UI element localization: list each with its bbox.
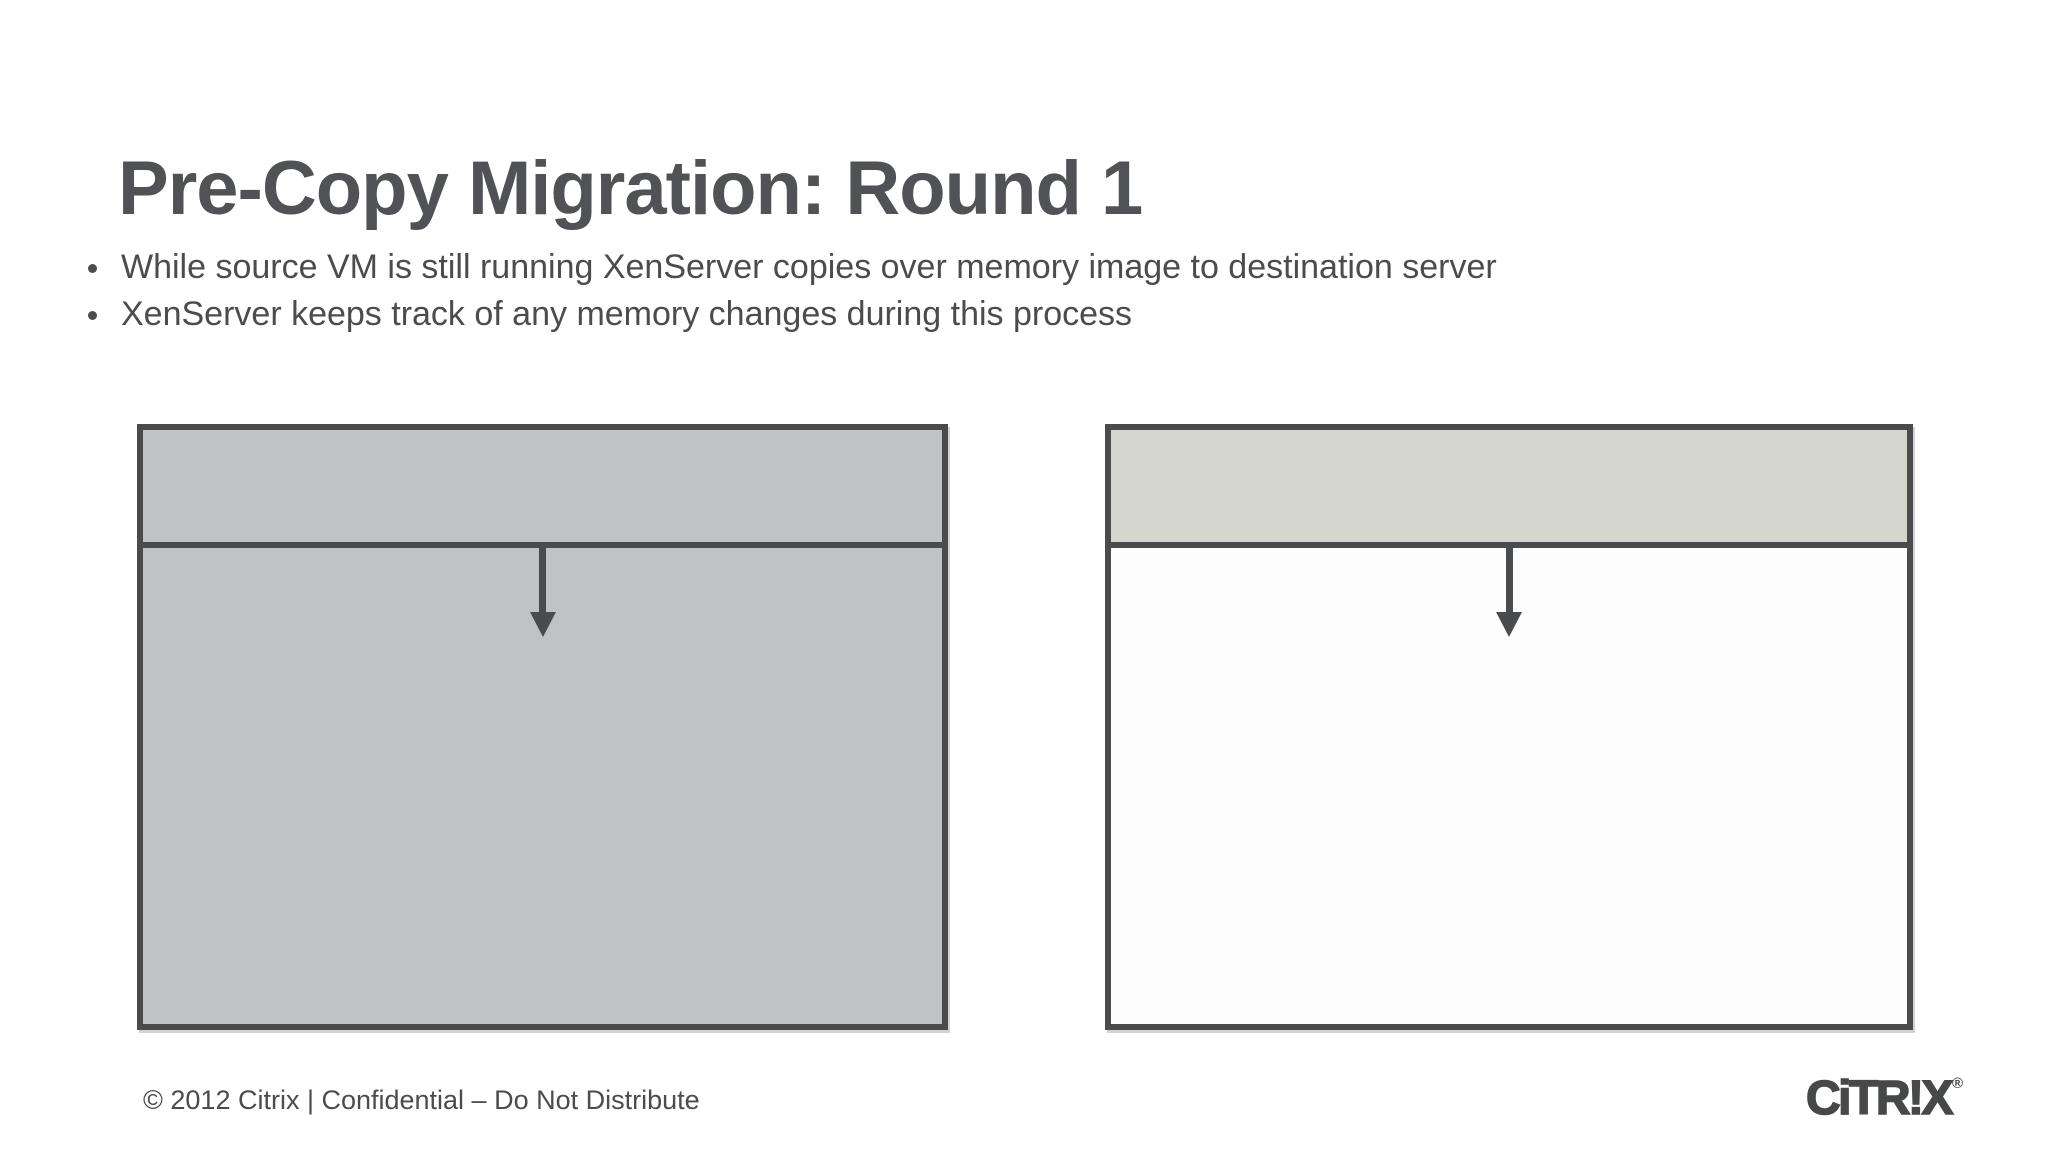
bullet-text: XenServer keeps track of any memory chan… [121, 295, 1133, 333]
registered-trademark-icon: ® [1951, 1075, 1964, 1092]
down-arrow-icon [1496, 548, 1522, 637]
bullet-item: XenServer keeps track of any memory chan… [88, 291, 1497, 338]
copyright-text: © 2012 Citrix | Confidential – Do Not Di… [143, 1085, 700, 1115]
arrow-shaft [1505, 548, 1513, 612]
arrow-head [1496, 612, 1522, 637]
source-server-box [137, 424, 948, 1030]
citrix-logo: CiTR!X® [1805, 1072, 1964, 1125]
source-memory-segment [143, 430, 942, 548]
bullet-marker [88, 311, 97, 320]
bullet-list: While source VM is still running XenServ… [88, 244, 1497, 338]
destination-memory-segment [1111, 430, 1907, 548]
down-arrow-icon [529, 548, 556, 637]
page-title: Pre-Copy Migration: Round 1 [118, 145, 1143, 231]
arrow-shaft [539, 548, 546, 612]
destination-memory-region [1111, 548, 1907, 1024]
arrow-head [529, 612, 556, 637]
bullet-text: While source VM is still running XenServ… [121, 248, 1497, 286]
source-memory-region [143, 548, 942, 1024]
bullet-marker [88, 264, 97, 273]
citrix-wordmark: CiTR!X [1805, 1072, 1954, 1125]
destination-server-box [1105, 424, 1913, 1030]
bullet-item: While source VM is still running XenServ… [88, 244, 1497, 291]
